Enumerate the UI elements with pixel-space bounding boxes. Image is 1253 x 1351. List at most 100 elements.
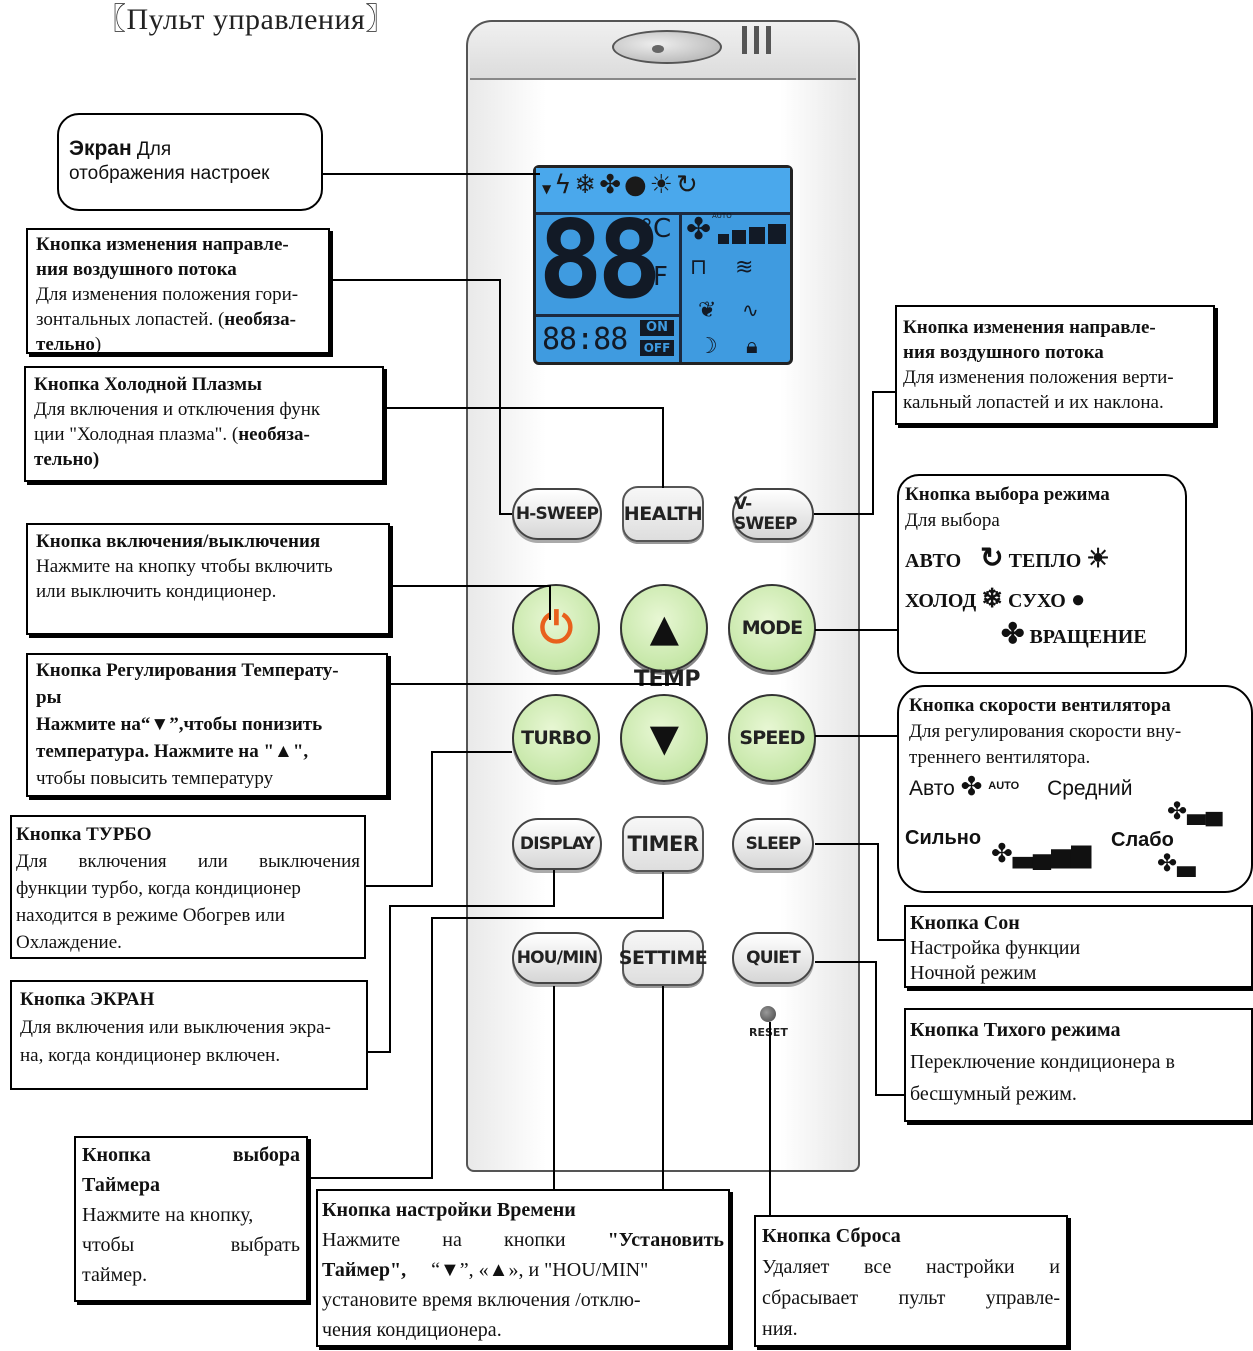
callout-title: Кнопка включения/выключения (36, 531, 321, 552)
callout-title: Кнопка Регулирования Температу- (36, 660, 339, 681)
temp-up-button[interactable]: ▲ (620, 584, 708, 672)
page-title: 〖Пульт управления〗 (96, 3, 396, 36)
callout-text: ции "Холодная плазма". ( (34, 424, 239, 445)
callout-text: бесшумный режим. (910, 1083, 1077, 1105)
lcd-clock: 88:88 (542, 322, 628, 357)
mode-cool-label: ХОЛОД (905, 590, 977, 612)
callout-reset: Кнопка Сброса Удаляет все настройки и сб… (754, 1215, 1068, 1347)
callout-bold: тельно) (34, 449, 100, 470)
callout-sleep: Кнопка Сон Настройка функции Ночной режи… (904, 905, 1253, 988)
timer-button[interactable]: TIMER (622, 816, 704, 872)
callout-title: Кнопка Тихого режима (910, 1019, 1121, 1041)
health-button[interactable]: HEALTH (622, 486, 704, 542)
callout-title: ния воздушного потока (36, 259, 237, 280)
vertical-sweep-icon: ≋ (735, 255, 754, 280)
mode-auto-label: АВТО (905, 550, 962, 572)
mode-button[interactable]: MODE (728, 584, 816, 672)
callout-settime: Кнопка настройки Времени Нажмите на кноп… (316, 1189, 730, 1347)
callout-text: зонтальных лопастей. ( (36, 309, 225, 330)
lcd-auto-tag: AUTO (712, 212, 732, 220)
callout-text: Ночной режим (910, 962, 1037, 984)
power-button[interactable]: ⏻ (512, 584, 600, 672)
callout-turbo: Кнопка ТУРБО Для включения или выключени… (10, 815, 366, 959)
dry-drop-icon: ● (1070, 587, 1086, 613)
ir-window (612, 30, 722, 64)
callout-text: температура. Нажмите на "▲", (36, 741, 309, 762)
callout-text: функции турбо, когда кондиционер (16, 878, 301, 899)
callout-text: Для выбора (905, 510, 1000, 531)
callout-text: Для включения или выключения экра- (20, 1017, 331, 1038)
arrow-down-icon: ▼ (649, 716, 679, 760)
speed-button[interactable]: SPEED (728, 694, 816, 782)
callout-title: Кнопка Сброса (762, 1225, 901, 1247)
lcd-speed-bar (768, 224, 786, 244)
lock-icon: 🔒︎ (746, 334, 758, 359)
speed-mid-icon: ✤▃▄ (1167, 799, 1223, 825)
speed-mid-label: Средний (1047, 777, 1133, 800)
lcd-divider (536, 212, 790, 215)
callout-text: сбрасывает пульт управле- (762, 1287, 1060, 1309)
callout-text: таймер. (82, 1264, 148, 1286)
lcd-fan-icon: ✤ (686, 212, 712, 247)
lcd-mode-strip (536, 168, 790, 212)
display-button[interactable]: DISPLAY (512, 818, 602, 870)
auto-cycle-icon: ↻ (980, 543, 1004, 574)
lcd-temperature-digits: 88 (538, 198, 662, 323)
lcd-divider (679, 212, 682, 362)
reset-button[interactable] (760, 1006, 776, 1022)
callout-h-sweep: Кнопка изменения направле- ния воздушног… (26, 228, 330, 355)
callout-text: Нажмите на кнопку, (82, 1204, 254, 1226)
callout-text: Для изменения положения гори- (36, 284, 299, 305)
quiet-button[interactable]: QUIET (732, 932, 814, 984)
h-sweep-button[interactable]: H-SWEEP (512, 488, 602, 540)
hou-min-button[interactable]: HOU/MIN (512, 932, 602, 984)
lcd-unit-celsius: °C (640, 214, 672, 244)
callout-screen: Экран Для отображения настроек (57, 113, 323, 211)
callout-title: Таймера (82, 1174, 160, 1196)
callout-quiet: Кнопка Тихого режима Переключение кондиц… (904, 1008, 1253, 1122)
callout-v-sweep: Кнопка изменения направле- ния воздушног… (895, 305, 1215, 425)
mode-fan-label: ВРАЩЕНИЕ (1029, 626, 1147, 648)
callout-title: Кнопка изменения направле- (36, 234, 289, 255)
callout-title: Кнопка настройки Времени (322, 1199, 576, 1221)
heat-sun-icon: ☀ (649, 170, 676, 200)
callout-text: чтобы повысить температуру (36, 768, 274, 789)
callout-title: Кнопка ЭКРАН (20, 989, 155, 1010)
callout-title: Кнопка выбора режима (905, 484, 1110, 505)
callout-text: отображения настроек (69, 163, 270, 184)
heat-sun-icon: ☀ (1086, 544, 1110, 573)
callout-bold: Таймер", (322, 1259, 407, 1281)
callout-text: установите время включения /отклю- (322, 1289, 641, 1311)
callout-text: Переключение кондиционера в (910, 1051, 1175, 1073)
callout-text: Нажмите на кнопку чтобы включить (36, 556, 333, 577)
callout-title: Экран (69, 137, 132, 160)
callout-text: чения кондиционера. (322, 1319, 502, 1341)
callout-text: Удаляет все настройки и (762, 1256, 1060, 1278)
cool-snowflake-icon: ❄ (981, 584, 1004, 613)
temp-down-button[interactable]: ▼ (620, 694, 708, 782)
speed-auto-tag: AUTO (988, 780, 1020, 792)
sleep-button[interactable]: SLEEP (732, 818, 814, 870)
callout-text: Охлаждение. (16, 932, 122, 953)
v-sweep-button[interactable]: V-SWEEP (732, 488, 814, 540)
callout-text: Для включения и отключения функ (34, 399, 321, 420)
callout-text: на, когда кондиционер включен. (20, 1045, 281, 1066)
sleep-moon-icon: ☽ (698, 334, 718, 359)
lcd-unit-fahrenheit: °F (640, 262, 668, 292)
lcd-divider (536, 314, 680, 317)
fan-icon: ✤ (599, 170, 624, 200)
callout-bold: необяза- (238, 424, 310, 445)
callout-text: Нажмите на кнопки (322, 1229, 608, 1251)
callout-text: Нажмите на“▼”,чтобы понизить (36, 714, 323, 735)
callout-text: кальный лопастей и их наклона. (903, 392, 1164, 413)
heater-icon: ∿ (742, 298, 759, 322)
callout-text: Для (131, 139, 172, 160)
turbo-button[interactable]: TURBO (512, 694, 600, 782)
callout-title: Кнопка выбора (82, 1144, 300, 1166)
turbo-bolt-icon: ϟ (554, 170, 575, 200)
callout-text: чтобы выбрать (82, 1234, 300, 1256)
callout-power: Кнопка включения/выключения Нажмите на к… (26, 523, 390, 635)
settime-button[interactable]: SETTIME (619, 930, 708, 986)
signal-icon: ▼ (542, 182, 555, 196)
auto-cycle-icon: ↻ (675, 170, 701, 200)
